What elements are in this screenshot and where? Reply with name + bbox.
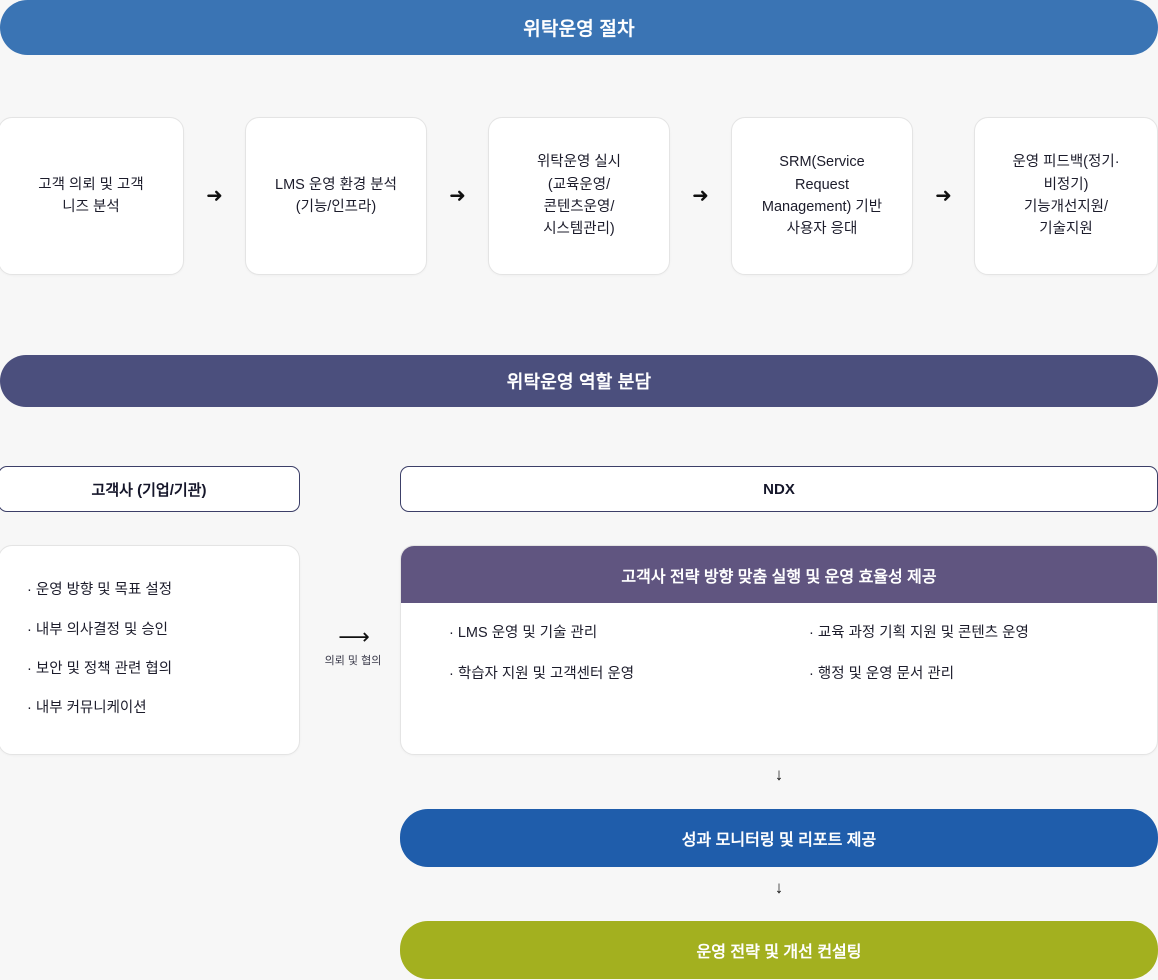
flow-arrow-icon-1: ➜	[184, 186, 245, 206]
client-column-header: 고객사 (기업/기관)	[0, 466, 300, 512]
ndx-items-right-column: · 교육 과정 기획 지원 및 콘텐츠 운영 · 행정 및 운영 문서 관리	[779, 625, 1157, 708]
list-item: · 학습자 지원 및 고객센터 운영	[449, 666, 635, 683]
ndx-panel-body: · LMS 운영 및 기술 관리 · 학습자 지원 및 고객센터 운영 · 교육…	[401, 603, 1157, 708]
process-step-3-label: 위탁운영 실시 (교육운영/ 콘텐츠운영/ 시스템관리)	[536, 154, 622, 238]
flow-arrow-icon-4: ➜	[913, 186, 974, 206]
ndx-column-header: NDX	[400, 466, 1158, 512]
process-step-4-label: SRM(Service Request Management) 기반 사용자 응…	[761, 154, 883, 238]
result-bar-monitoring: 성과 모니터링 및 리포트 제공	[400, 809, 1158, 867]
connector-caption: 의뢰 및 협의	[324, 655, 382, 667]
arrow-down-icon-1: ↓	[400, 766, 1158, 783]
result-bar-consulting: 운영 전략 및 개선 컨설팅	[400, 921, 1158, 979]
result-bar-consulting-label: 운영 전략 및 개선 컨설팅	[696, 944, 862, 961]
arrow-down-glyph: ↓	[774, 765, 784, 784]
list-item: · 교육 과정 기획 지원 및 콘텐츠 운영	[809, 625, 1029, 641]
arrow-right-icon: ➜	[449, 185, 466, 207]
flow-arrow-icon-2: ➜	[427, 186, 488, 206]
arrow-right-icon: ⟶	[338, 624, 370, 649]
flow-arrow-icon-3: ➜	[670, 186, 731, 206]
ndx-panel-subheader-label: 고객사 전략 방향 맞춤 실행 및 운영 효율성 제공	[621, 568, 937, 586]
list-item: · 행정 및 운영 문서 관리	[809, 666, 955, 683]
process-step-4: SRM(Service Request Management) 기반 사용자 응…	[731, 117, 913, 275]
ndx-responsibilities-panel: 고객사 전략 방향 맞춤 실행 및 운영 효율성 제공 · LMS 운영 및 기…	[400, 545, 1158, 755]
client-column-header-label: 고객사 (기업/기관)	[91, 481, 207, 499]
roles-section-banner: 위탁운영 역할 분담	[0, 355, 1158, 407]
client-to-ndx-connector: ⟶ 의뢰 및 협의	[305, 624, 401, 668]
process-step-5-label: 운영 피드백(정기· 비정기) 기능개선지원/ 기술지원	[1012, 154, 1120, 238]
roles-section-title: 위탁운영 역할 분담	[506, 372, 652, 392]
process-step-2: LMS 운영 환경 분석 (기능/인프라)	[245, 117, 427, 275]
list-item: · 운영 방향 및 목표 설정	[27, 582, 173, 599]
process-step-3: 위탁운영 실시 (교육운영/ 콘텐츠운영/ 시스템관리)	[488, 117, 670, 275]
arrow-down-icon-2: ↓	[400, 879, 1158, 896]
process-step-1: 고객 의뢰 및 고객 니즈 분석	[0, 117, 184, 275]
process-step-5: 운영 피드백(정기· 비정기) 기능개선지원/ 기술지원	[974, 117, 1158, 275]
client-responsibilities-panel: · 운영 방향 및 목표 설정 · 내부 의사결정 및 승인 · 보안 및 정책…	[0, 545, 300, 755]
list-item: · 내부 커뮤니케이션	[27, 700, 147, 717]
process-step-2-label: LMS 운영 환경 분석 (기능/인프라)	[275, 176, 397, 215]
arrow-right-icon: ➜	[692, 185, 709, 207]
list-item: · 보안 및 정책 관련 협의	[27, 661, 173, 677]
arrow-right-icon: ➜	[206, 185, 223, 207]
list-item: · 내부 의사결정 및 승인	[27, 621, 169, 638]
result-bar-monitoring-label: 성과 모니터링 및 리포트 제공	[681, 832, 877, 849]
ndx-panel-subheader: 고객사 전략 방향 맞춤 실행 및 운영 효율성 제공	[401, 546, 1157, 603]
ndx-items-left-column: · LMS 운영 및 기술 관리 · 학습자 지원 및 고객센터 운영	[401, 625, 779, 708]
arrow-down-glyph: ↓	[774, 878, 784, 897]
process-section-banner: 위탁운영 절차	[0, 0, 1158, 55]
list-item: · LMS 운영 및 기술 관리	[449, 625, 598, 641]
process-flow-row: 고객 의뢰 및 고객 니즈 분석 ➜ LMS 운영 환경 분석 (기능/인프라)…	[0, 116, 1158, 276]
arrow-right-icon: ➜	[935, 185, 952, 207]
ndx-column-header-label: NDX	[763, 480, 795, 498]
process-step-1-label: 고객 의뢰 및 고객 니즈 분석	[38, 176, 144, 215]
process-section-title: 위탁운영 절차	[523, 19, 635, 40]
